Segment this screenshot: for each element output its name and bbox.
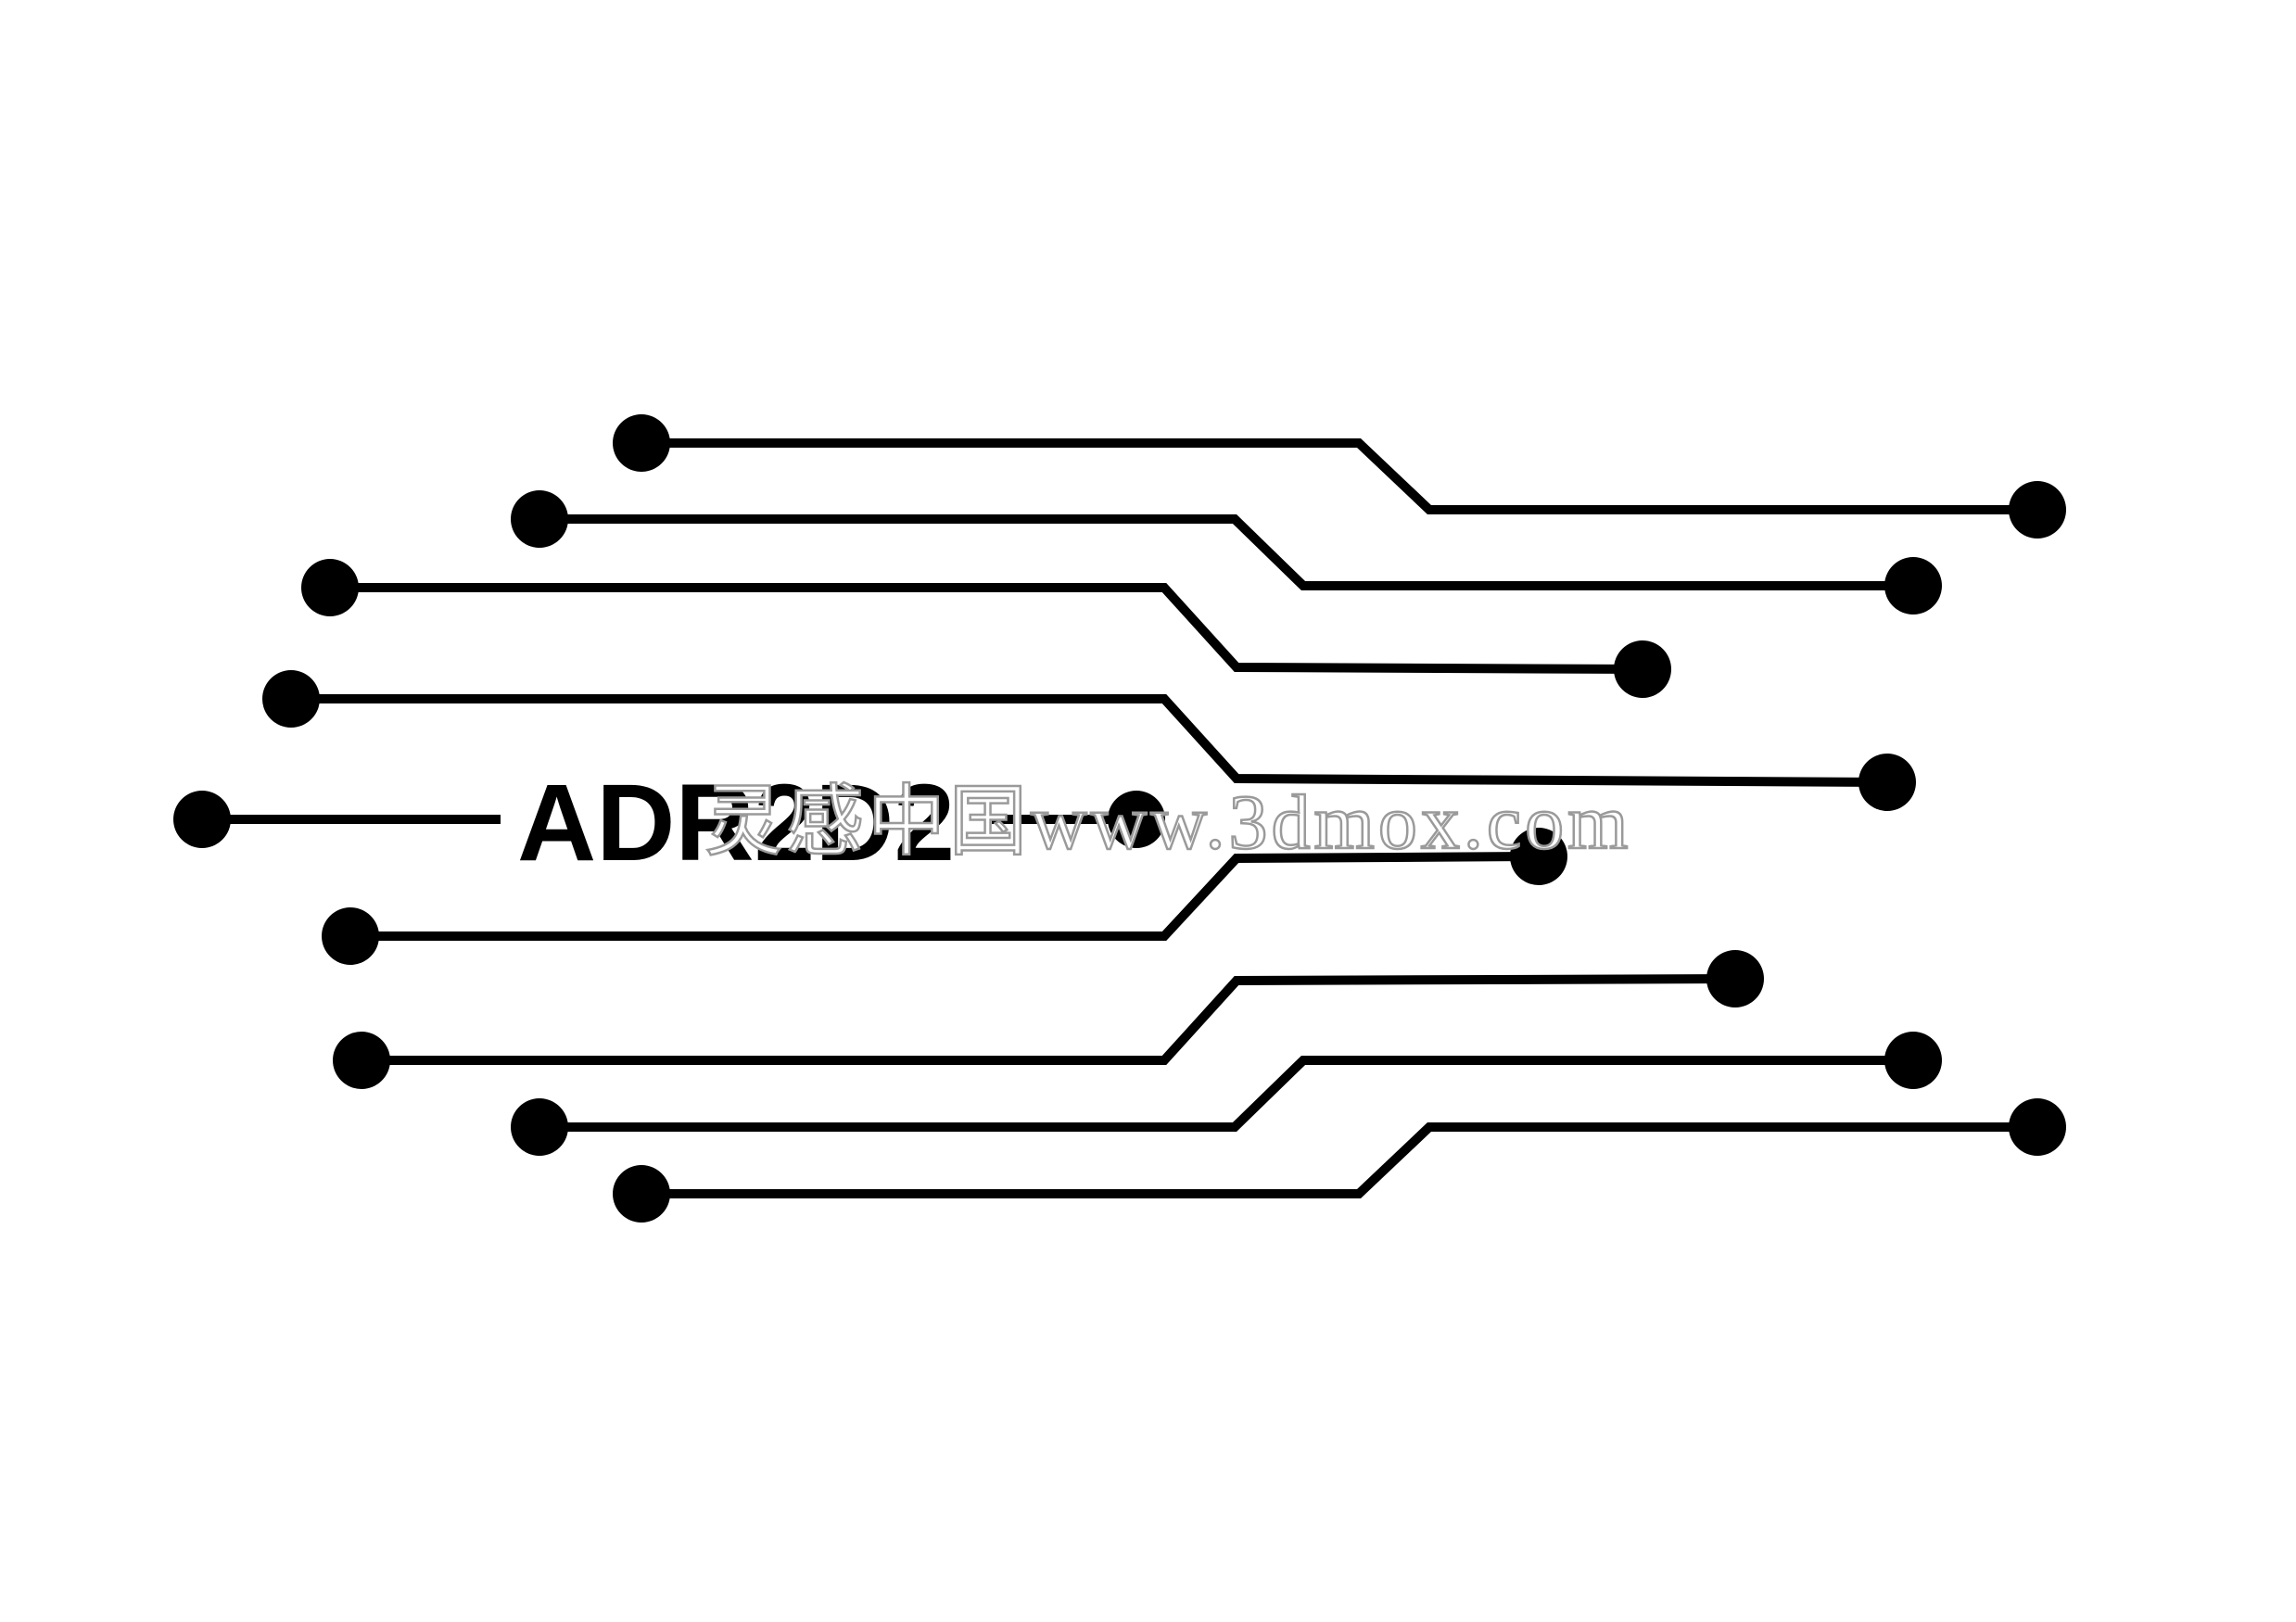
trace-6-line (350, 852, 1540, 941)
trace-1-end-pad (2009, 481, 2066, 539)
trace-8-line (539, 1056, 1913, 1132)
trace-center-end-pad (1108, 791, 1165, 848)
circuit-pads (173, 414, 2066, 1223)
trace-8-start-pad (511, 1098, 568, 1156)
watermark: 灵感中国www.3dmox.com (704, 779, 1632, 866)
trace-center-start-pad (173, 791, 231, 848)
trace-6-end-pad (1510, 828, 1567, 885)
trace-2-start-pad (511, 490, 568, 548)
diagram-label: ADR2D2 (517, 762, 955, 884)
trace-1-line (641, 438, 2037, 514)
trace-4-start-pad (262, 670, 320, 728)
circuit-traces (202, 438, 2037, 1198)
trace-9-line (641, 1122, 2037, 1198)
trace-3-end-pad (1614, 640, 1671, 698)
trace-3-start-pad (301, 559, 359, 616)
trace-6-start-pad (322, 907, 379, 965)
trace-1-start-pad (613, 414, 670, 472)
trace-2-line (539, 514, 1913, 590)
trace-7-start-pad (333, 1032, 390, 1089)
trace-4-end-pad (1858, 754, 1916, 811)
trace-4-line (291, 694, 1888, 787)
trace-7-end-pad (1706, 950, 1764, 1007)
trace-9-start-pad (613, 1165, 670, 1223)
trace-9-end-pad (2009, 1098, 2066, 1156)
trace-2-end-pad (1884, 557, 1942, 615)
trace-3-line (330, 583, 1643, 674)
trace-8-end-pad (1884, 1032, 1942, 1089)
trace-7-line (362, 974, 1736, 1065)
label-backing (501, 755, 983, 881)
